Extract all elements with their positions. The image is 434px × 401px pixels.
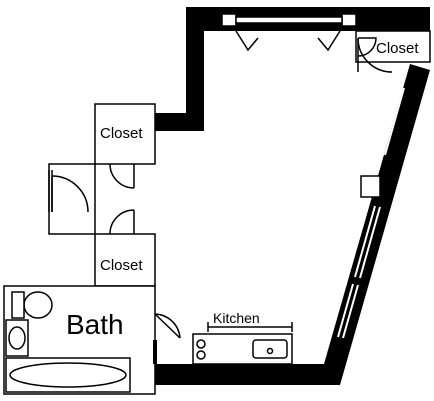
closet-upper-left-label: Closet [100, 125, 143, 142]
closet-lower-left-label: Closet [100, 257, 143, 274]
bathroom [3, 285, 181, 395]
top-windows [221, 13, 357, 27]
kitchen [192, 322, 293, 365]
closet-top-right-label: Closet [376, 40, 419, 57]
wall-column [360, 175, 381, 198]
closet-lower-left [94, 209, 156, 287]
exterior-walls [155, 7, 430, 385]
closet-upper-left [94, 103, 156, 189]
closet-top-right: Closet [355, 30, 431, 73]
bath-label: Bath [66, 309, 124, 340]
slanted-wall-windows [337, 86, 405, 339]
entry-vestibule [48, 163, 96, 235]
kitchen-label: Kitchen [213, 310, 260, 326]
top-double-door [235, 30, 341, 52]
